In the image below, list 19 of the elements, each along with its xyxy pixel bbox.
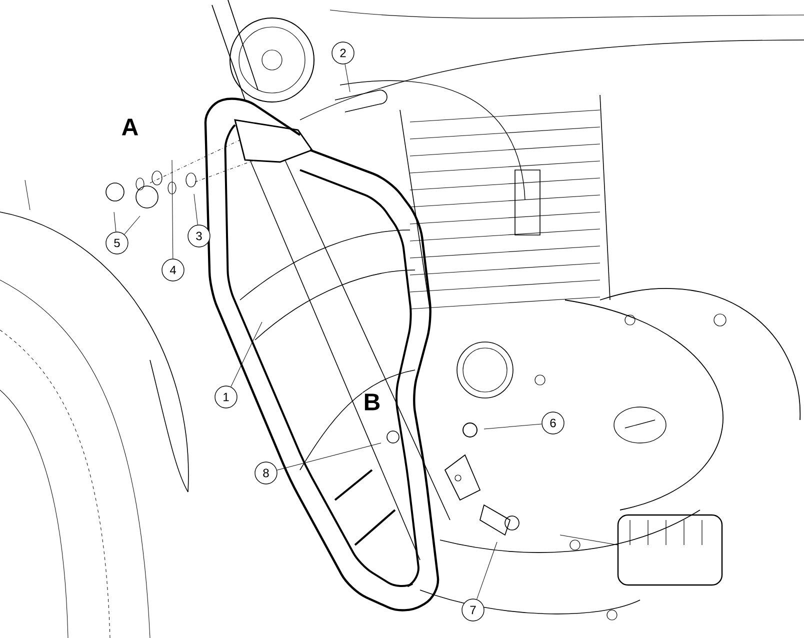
callout-number: 3 <box>188 224 210 248</box>
leader-line <box>172 160 174 259</box>
callout-number: 8 <box>254 462 278 484</box>
leader-line <box>484 424 542 430</box>
leader-line <box>344 64 350 92</box>
leader-line <box>194 194 198 225</box>
view-label: B <box>362 392 382 412</box>
callout-number: 2 <box>332 42 354 64</box>
leader-line <box>476 542 498 600</box>
leader-line <box>114 212 116 232</box>
leader-line <box>124 216 140 235</box>
callout-number: 6 <box>542 412 564 434</box>
callout-number: 1 <box>214 386 238 408</box>
callout-number: 5 <box>106 232 128 254</box>
callout-number: 7 <box>462 598 484 622</box>
leader-line <box>230 322 262 388</box>
callout-number: 4 <box>162 258 184 282</box>
leader-line <box>276 442 382 470</box>
view-label: A <box>120 118 140 136</box>
